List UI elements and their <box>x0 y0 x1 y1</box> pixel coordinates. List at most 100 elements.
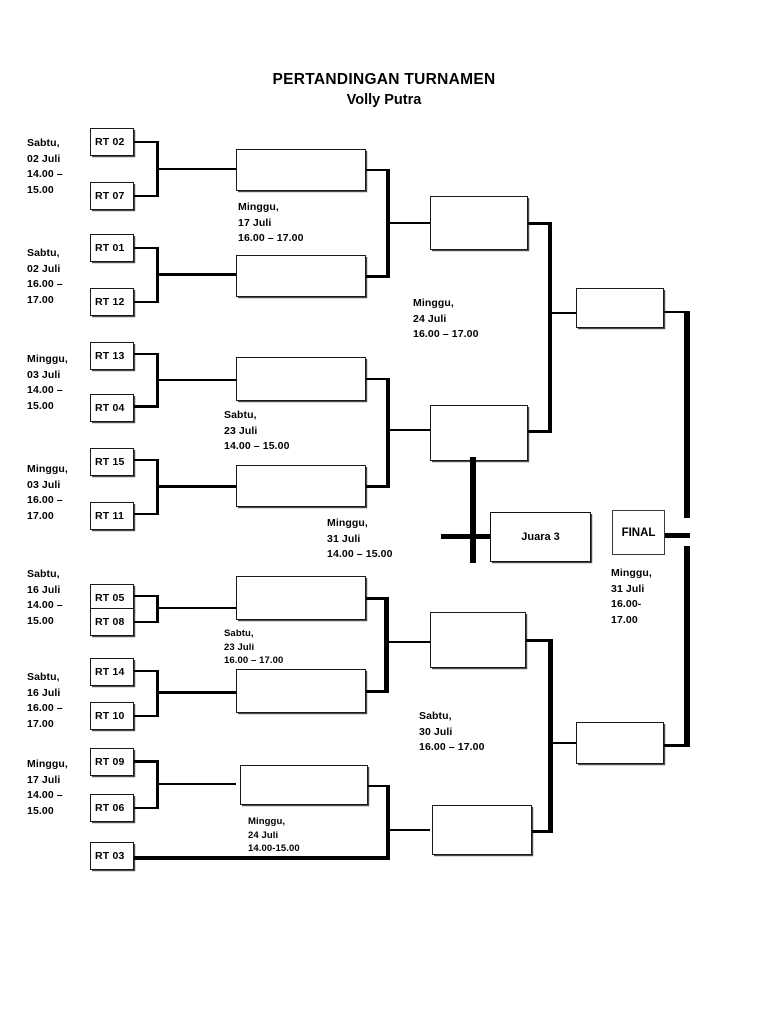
schedule-r1-match7: Minggu, 17 Juli 14.00 – 15.00 <box>27 758 68 817</box>
schedule-third-place: Minggu, 31 Juli 14.00 – 15.00 <box>327 517 393 560</box>
team-label: RT 03 <box>95 850 125 862</box>
round2-box-7[interactable] <box>240 765 368 805</box>
schedule-final: Minggu, 31 Juli 16.00- 17.00 <box>611 567 652 626</box>
prefinal-box-bottom[interactable] <box>576 722 664 764</box>
connector-r1-p7-top <box>134 760 158 763</box>
connector-r1-p1-out <box>156 168 236 170</box>
round2-box-2[interactable] <box>236 255 366 297</box>
connector-final-vert-top <box>684 311 690 518</box>
connector-r1-p5-top <box>134 595 158 597</box>
semifinal-box-4[interactable] <box>432 805 532 855</box>
connector-r2-sf2a-vert <box>384 597 389 693</box>
round2-box-3[interactable] <box>236 357 366 401</box>
round2-box-6[interactable] <box>236 669 366 713</box>
third-place-box[interactable]: Juara 3 <box>490 512 591 562</box>
connector-r1-p2-out <box>156 273 236 276</box>
team-label: RT 01 <box>95 242 125 254</box>
team-box-rt11[interactable]: RT 11 <box>90 502 134 530</box>
round2-box-4[interactable] <box>236 465 366 507</box>
connector-r1-p6-top <box>134 670 158 672</box>
team-box-rt04[interactable]: RT 04 <box>90 394 134 422</box>
connector-lower-merge-vert <box>548 639 553 833</box>
round2-box-1[interactable] <box>236 149 366 191</box>
page-title: PERTANDINGAN TURNAMEN Volly Putra <box>0 70 768 110</box>
schedule-r2-match4: Minggu, 24 Juli 14.00-15.00 <box>248 816 300 854</box>
connector-lower-merge-out <box>548 742 576 744</box>
team-label: RT 07 <box>95 190 125 202</box>
connector-r2-b1-out <box>366 169 388 171</box>
connector-r2-sf1b-vert <box>386 378 390 488</box>
connector-r2-b4-out <box>366 485 388 488</box>
schedule-semifinal-2: Sabtu, 30 Juli 16.00 – 17.00 <box>419 710 485 753</box>
connector-r1-p2-bottom <box>134 301 158 303</box>
connector-upper-merge-vert <box>548 222 552 433</box>
connector-r2-b3-out <box>366 378 388 380</box>
connector-final-vert-bottom <box>684 546 690 747</box>
team-label: RT 02 <box>95 136 125 148</box>
final-label: FINAL <box>621 526 656 539</box>
schedule-r2-match2: Sabtu, 23 Juli 14.00 – 15.00 <box>224 409 290 452</box>
connector-r1-p1-bottom <box>134 195 158 197</box>
connector-r2-sf2b-out <box>386 829 430 831</box>
connector-upper-merge-out <box>548 312 576 314</box>
schedule-r1-match1: Sabtu, 02 Juli 14.00 – 15.00 <box>27 137 63 196</box>
team-box-rt05[interactable]: RT 05 <box>90 584 134 612</box>
connector-sf1-out <box>528 222 550 225</box>
connector-r2-sf1a-out <box>386 222 430 224</box>
team-box-rt06[interactable]: RT 06 <box>90 794 134 822</box>
connector-r1-p7-out <box>156 783 236 785</box>
final-box[interactable]: FINAL <box>612 510 665 555</box>
connector-r1-p5-vert <box>156 595 159 623</box>
team-box-rt09[interactable]: RT 09 <box>90 748 134 776</box>
team-box-rt08[interactable]: RT 08 <box>90 608 134 636</box>
team-box-rt15[interactable]: RT 15 <box>90 448 134 476</box>
team-label: RT 15 <box>95 456 125 468</box>
connector-r1-p5-bottom <box>134 621 158 623</box>
team-label: RT 08 <box>95 616 125 628</box>
semifinal-box-3[interactable] <box>430 612 526 668</box>
connector-juara3-vert <box>470 457 476 563</box>
team-box-rt14[interactable]: RT 14 <box>90 658 134 686</box>
team-box-rt12[interactable]: RT 12 <box>90 288 134 316</box>
semifinal-box-2[interactable] <box>430 405 528 461</box>
schedule-r1-match6: Sabtu, 16 Juli 16.00 – 17.00 <box>27 671 63 730</box>
connector-r2-sf1b-out <box>386 429 430 431</box>
connector-r1-p1-top <box>134 141 158 143</box>
team-box-rt01[interactable]: RT 01 <box>90 234 134 262</box>
round2-box-5[interactable] <box>236 576 366 620</box>
team-box-rt10[interactable]: RT 10 <box>90 702 134 730</box>
connector-r2-b6-out <box>366 690 388 693</box>
team-label: RT 09 <box>95 756 125 768</box>
semifinal-box-1[interactable] <box>430 196 528 250</box>
connector-r2-b5-out <box>366 597 388 600</box>
schedule-semifinal-1: Minggu, 24 Juli 16.00 – 17.00 <box>413 297 479 340</box>
connector-r1-p4-out <box>156 485 236 488</box>
team-label: RT 05 <box>95 592 125 604</box>
connector-r1-p3-top <box>134 353 158 355</box>
connector-rt03-bye-line <box>134 856 390 860</box>
prefinal-box-top[interactable] <box>576 288 664 328</box>
team-box-rt02[interactable]: RT 02 <box>90 128 134 156</box>
schedule-r2-match1: Minggu, 17 Juli 16.00 – 17.00 <box>238 201 304 244</box>
team-label: RT 10 <box>95 710 125 722</box>
team-label: RT 11 <box>95 510 125 522</box>
connector-final-in <box>664 533 690 538</box>
schedule-r1-match2: Sabtu, 02 Juli 16.00 – 17.00 <box>27 247 63 306</box>
team-label: RT 04 <box>95 402 125 414</box>
team-label: RT 13 <box>95 350 125 362</box>
schedule-r1-match3: Minggu, 03 Juli 14.00 – 15.00 <box>27 353 68 412</box>
schedule-r2-match3: Sabtu, 23 Juli 16.00 – 17.00 <box>224 628 284 666</box>
team-box-rt13[interactable]: RT 13 <box>90 342 134 370</box>
connector-prefinal-bottom-out <box>664 744 688 747</box>
third-place-label: Juara 3 <box>521 531 560 543</box>
connector-juara3-horiz <box>441 534 493 539</box>
team-box-rt07[interactable]: RT 07 <box>90 182 134 210</box>
schedule-r1-match5: Sabtu, 16 Juli 14.00 – 15.00 <box>27 568 63 627</box>
schedule-r1-match4: Minggu, 03 Juli 16.00 – 17.00 <box>27 463 68 522</box>
connector-r2-b2-out <box>366 275 388 278</box>
connector-r1-p6-out <box>156 691 236 694</box>
team-box-rt03[interactable]: RT 03 <box>90 842 134 870</box>
connector-r1-p3-out <box>156 379 236 381</box>
connector-r1-p3-bottom <box>134 405 158 408</box>
